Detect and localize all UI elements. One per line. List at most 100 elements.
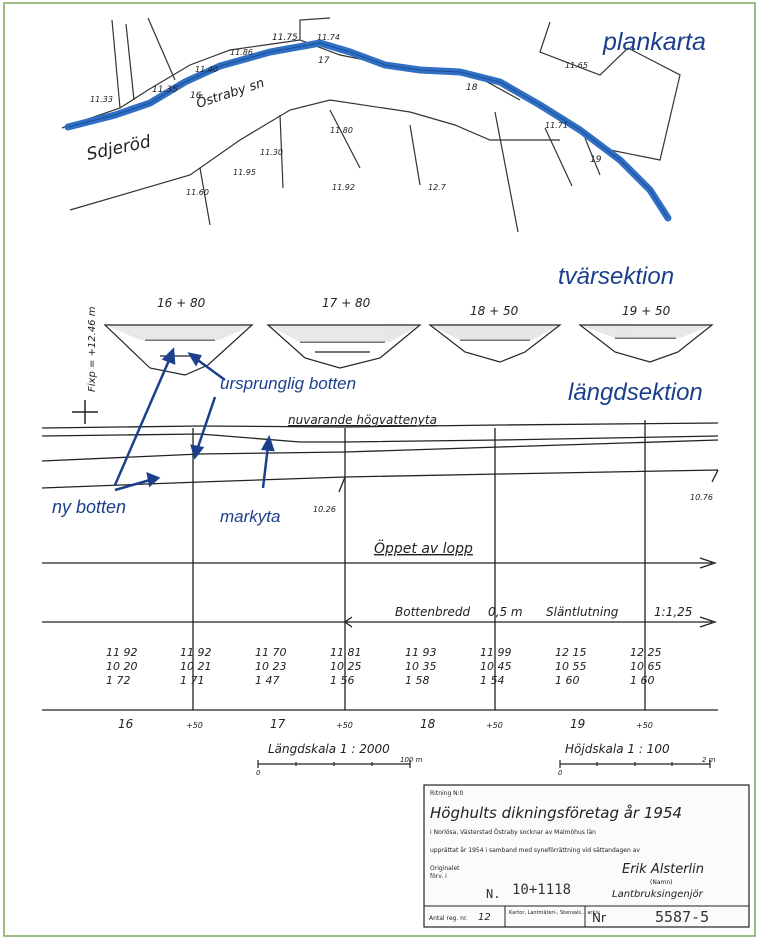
elev-label: 11.95 (233, 168, 256, 177)
elevation-cell: 1 56 (330, 674, 355, 687)
elev-label: 11.74 (317, 33, 340, 42)
fixpoint-mark (72, 400, 98, 424)
elev-label: 11.92 (332, 183, 355, 192)
elevation-cell: 11 92 (106, 646, 138, 659)
elevation-cell: 10 65 (630, 660, 662, 673)
slope-value: 1:1,25 (654, 605, 692, 619)
bottom-width-value: 0,5 m (488, 605, 523, 619)
elev-label: 10.76 (690, 493, 713, 502)
signature: Erik Alsterlin (622, 862, 704, 877)
elev-label: 12.7 (428, 183, 447, 192)
title-block-orig: Originalet (430, 865, 460, 872)
station-label: 18 (466, 83, 478, 93)
elevation-cell: 10 23 (255, 660, 287, 673)
elev-label: 10.26 (313, 505, 336, 514)
slope-label: Släntlutning (546, 605, 619, 619)
length-scale-end: 100 m (400, 756, 423, 764)
station-label: 16 (118, 717, 134, 731)
title-langdsektion: längdsektion (568, 379, 703, 406)
station-label: +50 (336, 721, 353, 730)
fixpoint-label: Fixp = +12.46 m (87, 306, 98, 392)
nr-value: 5587-5 (655, 908, 709, 926)
length-scale-label: Längdskala 1 : 2000 (268, 742, 390, 756)
footer-mid: Kartor, Lantmäteri-, Stensals... arkiv (509, 910, 600, 916)
station-label: 17 (270, 717, 286, 731)
station-label: 17 (318, 56, 330, 66)
elevation-cell: 12 15 (555, 646, 587, 659)
title-block-orig-sub: förv. i (430, 873, 447, 880)
elevation-cell: 1 72 (106, 674, 131, 687)
section-label: 18 + 50 (470, 304, 519, 318)
length-scale-bar (257, 760, 411, 768)
akt-label: Antal reg. nr. (429, 915, 468, 922)
elevation-cell: 1 47 (255, 674, 280, 687)
elevation-cell: 10 21 (180, 660, 212, 673)
station-label: 19 (570, 717, 585, 731)
plan-map (61, 17, 681, 233)
title-tvarsektion: tvärsektion (558, 263, 674, 290)
elev-label: 11.71 (545, 121, 568, 130)
signature-note: (Namn) (650, 879, 673, 886)
stamp-number: 10+1118 (512, 882, 571, 898)
elevation-cell: 10 55 (555, 660, 587, 673)
elevation-cell: 1 71 (180, 674, 205, 687)
nr-label: Nr (592, 911, 606, 925)
elevation-cell: 11 81 (330, 646, 362, 659)
elevation-cell: 10 45 (480, 660, 512, 673)
elev-label: 11.86 (230, 48, 253, 57)
station-label: 19 (590, 155, 602, 165)
cross-section-hatch (108, 326, 710, 342)
place-ostraby: Östraby sn (194, 74, 266, 112)
elevation-cell: 12 25 (630, 646, 662, 659)
elevation-cell: 1 60 (630, 674, 655, 687)
height-scale-start: 0 (558, 769, 563, 777)
label-ground-surface: markyta (220, 507, 280, 526)
place-sojerod: Sdjeröd (85, 132, 153, 165)
elev-label: 11.65 (565, 61, 588, 70)
elevation-cell: 11 92 (180, 646, 212, 659)
elevation-cell: 10 20 (106, 660, 138, 673)
station-label: 16 (190, 91, 202, 101)
length-scale-start: 0 (256, 769, 261, 777)
title-block-subtitle: i Norlösa, Västerstad Östraby socknar av… (430, 829, 596, 836)
title-block-header: Ritning N:0 (430, 790, 464, 797)
page-border (3, 2, 756, 937)
elevation-cell: 1 60 (555, 674, 580, 687)
label-original-bottom: ursprunglig botten (220, 374, 356, 393)
bottom-width-label: Bottenbredd (395, 605, 471, 619)
elevation-cell: 10 35 (405, 660, 437, 673)
section-label: 19 + 50 (622, 304, 671, 318)
water-level-label: nuvarande högvattenyta (288, 413, 437, 427)
height-scale-label: Höjdskala 1 : 100 (565, 742, 670, 756)
section-label: 17 + 80 (322, 296, 371, 310)
flow-label: Öppet av lopp (374, 539, 473, 557)
title-plankarta: plankarta (602, 28, 706, 56)
label-new-bottom: ny botten (52, 497, 126, 517)
station-label: +50 (486, 721, 503, 730)
annotation-arrows (113, 347, 275, 492)
elevation-cell: 10 25 (330, 660, 362, 673)
akt-value: 12 (478, 912, 491, 923)
elev-label: 11.60 (186, 188, 209, 197)
title-block (423, 784, 750, 928)
station-label: +50 (186, 721, 203, 730)
section-label: 16 + 80 (157, 296, 206, 310)
elev-label: 11.33 (90, 95, 113, 104)
height-scale-bar (559, 760, 711, 768)
n-prefix: N. (486, 887, 500, 901)
role-label: Lantbruksingenjör (612, 889, 704, 900)
title-block-title: Höghults dikningsföretag år 1954 (430, 804, 682, 822)
height-scale-end: 2 m (702, 756, 716, 764)
elevation-cell: 1 54 (480, 674, 505, 687)
elevation-cell: 11 99 (480, 646, 512, 659)
elevation-cell: 11 93 (405, 646, 437, 659)
elev-label: 11.30 (260, 148, 283, 157)
station-label: +50 (636, 721, 653, 730)
elevation-cell: 11 70 (255, 646, 287, 659)
elev-label: 11.40 (195, 65, 218, 74)
title-block-approved: upprättat år 1954 i samband med syneförr… (430, 847, 640, 854)
